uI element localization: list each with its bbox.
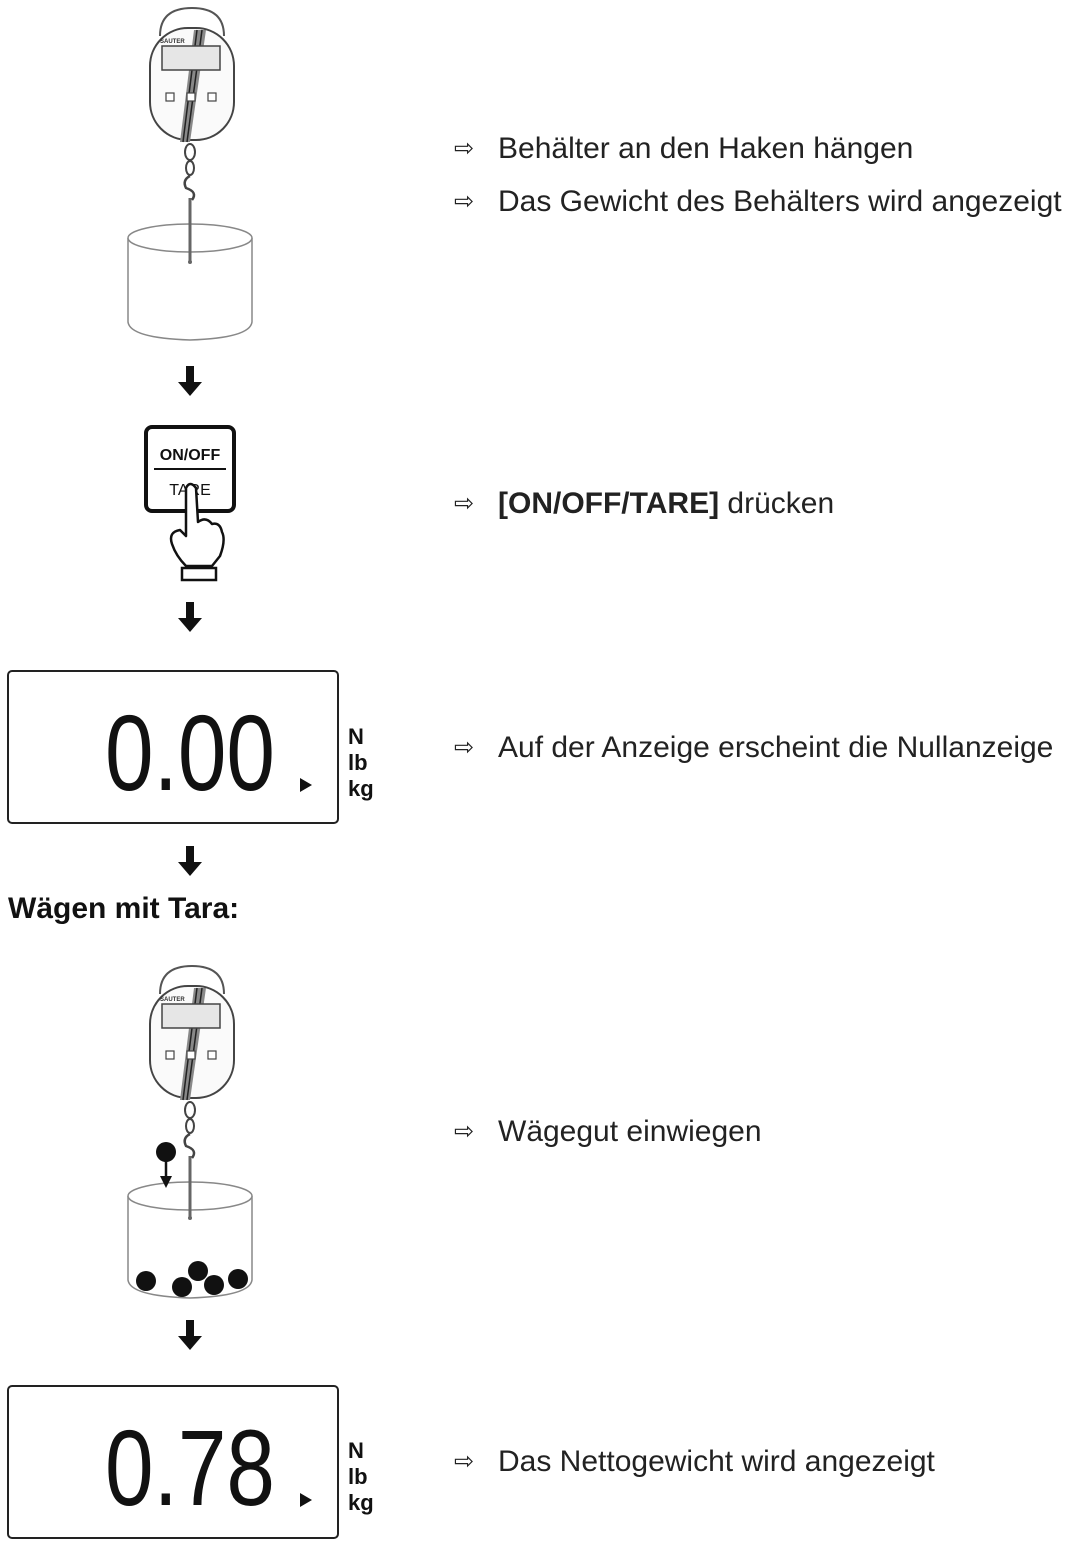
step-text: Das Nettogewicht wird angezeigt bbox=[498, 1445, 935, 1478]
down-arrow-icon bbox=[178, 366, 202, 396]
step-press-tare: ⇨ [ON/OFF/TARE] drücken bbox=[454, 486, 834, 522]
down-arrow-icon bbox=[178, 846, 202, 876]
step-arrow-icon: ⇨ bbox=[454, 490, 475, 517]
step-arrow-icon: ⇨ bbox=[454, 1118, 475, 1145]
container-icon bbox=[127, 198, 253, 341]
step-net-weight: ⇨ Das Nettogewicht wird angezeigt bbox=[454, 1444, 935, 1480]
goods-balls bbox=[136, 1261, 248, 1297]
unit-label: N bbox=[348, 1438, 364, 1463]
step-add-goods: ⇨ Wägegut einwiegen bbox=[454, 1114, 762, 1150]
down-arrow-icon bbox=[178, 602, 202, 632]
scale-brand: SAUTER bbox=[160, 39, 185, 45]
step-text: Wägegut einwiegen bbox=[498, 1115, 762, 1148]
step-text: Das Gewicht des Behälters wird angezeigt bbox=[498, 185, 1062, 218]
down-arrow-icon bbox=[178, 1320, 202, 1350]
step-zero-display: ⇨ Auf der Anzeige erscheint die Nullanzei… bbox=[454, 730, 1053, 766]
container-icon bbox=[127, 1156, 253, 1299]
step-hang-container: ⇨ Behälter an den Haken hängen bbox=[454, 131, 913, 167]
button-top-label: ON/OFF bbox=[160, 447, 221, 464]
lcd-display-net: 0.78 N lb kg bbox=[7, 1385, 374, 1539]
step-text: Auf der Anzeige erscheint die Nullanzeig… bbox=[498, 731, 1054, 764]
lcd-display-zero: 0.00 N lb kg bbox=[7, 670, 374, 824]
unit-label: lb bbox=[348, 750, 368, 775]
weight-ball-icon bbox=[156, 1142, 176, 1188]
hanging-scale-icon: SAUTER bbox=[148, 6, 236, 202]
unit-label: kg bbox=[348, 776, 374, 801]
step-arrow-icon: ⇨ bbox=[454, 734, 475, 761]
lcd-indicator-icon bbox=[300, 1493, 312, 1507]
unit-label: lb bbox=[348, 1464, 368, 1489]
scale-brand: SAUTER bbox=[160, 997, 185, 1003]
step-arrow-icon: ⇨ bbox=[454, 1448, 475, 1475]
lcd-reading: 0.00 bbox=[105, 692, 275, 813]
lcd-indicator-icon bbox=[300, 778, 312, 792]
step-arrow-icon: ⇨ bbox=[454, 135, 475, 162]
unit-label: kg bbox=[348, 1490, 374, 1515]
pointing-hand-icon bbox=[169, 482, 225, 582]
step-arrow-icon: ⇨ bbox=[454, 188, 475, 215]
section-heading: Wägen mit Tara: bbox=[8, 892, 240, 925]
unit-label: N bbox=[348, 724, 364, 749]
lcd-reading: 0.78 bbox=[105, 1407, 275, 1528]
step-text: drücken bbox=[719, 487, 835, 520]
key-label: [ON/OFF/TARE] bbox=[498, 487, 720, 520]
step-text: Behälter an den Haken hängen bbox=[498, 132, 914, 165]
step-weight-shown: ⇨ Das Gewicht des Behälters wird angezeig… bbox=[454, 184, 1062, 220]
hanging-scale-icon: SAUTER bbox=[148, 964, 236, 1160]
